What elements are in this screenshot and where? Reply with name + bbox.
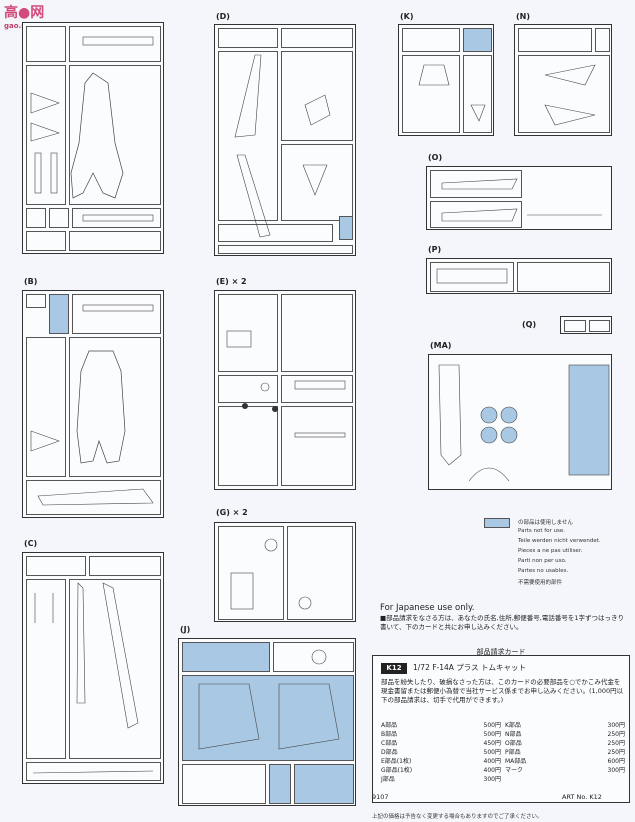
sprue-e-label: (E) × 2 [216, 277, 247, 286]
sprue-n-label: (N) [516, 12, 531, 21]
sprue-a-drawing [30, 36, 154, 222]
card-text: 部品を紛失したり、破損なさった方は、このカードの必要部品を○でかこみ代金を現金書… [381, 678, 624, 704]
legend-line: Parti non per uso. [518, 558, 567, 564]
legend-line: 不需要使用的部件 [518, 580, 563, 586]
sprue-d [214, 24, 356, 256]
sprue-q-label: (Q) [522, 320, 537, 329]
japan-note: ■部品請求をなさる方は、あなたの氏名,住所,郵便番号,電話番号を1字ずつはっきり… [380, 614, 624, 631]
not-used-swatch [484, 518, 510, 528]
price-row: G部品(1枚)400円 [381, 767, 501, 774]
sprue-j-drawing [198, 649, 340, 750]
sprue-ma-label: (MA) [430, 341, 452, 350]
sprue-d-drawing [234, 54, 331, 238]
sprue-ma-drawing [438, 364, 610, 482]
sprue-j [178, 638, 356, 806]
sprue-c [22, 552, 164, 784]
sprue-k [398, 24, 494, 136]
footer-art-number: ART No. K12 [562, 793, 602, 801]
sprue-ma [428, 354, 612, 490]
sprue-n [514, 24, 612, 136]
sprue-a [22, 22, 164, 254]
legend-line: Teile werden nicht verwendet. [518, 538, 601, 544]
sprue-j-label: (J) [180, 625, 191, 634]
legend-line: Partes no usables. [518, 568, 569, 574]
footer-code: 9107 [372, 793, 389, 801]
sprue-p-label: (P) [428, 245, 442, 254]
sprue-o-label: (O) [428, 153, 443, 162]
japan-heading: For Japanese use only. [380, 603, 475, 613]
legend-line: Parts not for use. [518, 528, 566, 534]
sprue-n-drawing [544, 64, 596, 126]
footer-note: 上記の価格は予告なく変更する場合もありますのでご了承ください。 [372, 814, 543, 820]
legend-line: Pieces a ne pas utiliser. [518, 548, 583, 554]
sprue-p-drawing [436, 268, 508, 284]
sprue-k-drawing [418, 64, 486, 122]
price-row: E部品(1枚)400円 [381, 758, 501, 765]
sprue-e [214, 290, 356, 490]
sprue-g [214, 522, 356, 622]
card-model: 1/72 F-14A プラス トムキャット [413, 663, 527, 672]
sprue-e-drawing [226, 330, 346, 438]
sprue-b [22, 290, 164, 518]
sprue-k-label: (K) [400, 12, 414, 21]
card-tag: K12 [381, 663, 407, 674]
sprue-c-drawing [32, 582, 154, 774]
parts-request-card: 部品請求カード K12 1/72 F-14A プラス トムキャット 部品を紛失し… [372, 648, 630, 803]
legend-line: の部品は使用しません [518, 520, 573, 526]
sprue-b-drawing [30, 304, 154, 506]
sprue-o-drawing [441, 178, 602, 222]
sprue-d-label: (D) [216, 12, 230, 21]
sprue-g-drawing [230, 538, 312, 610]
sprue-o [426, 166, 612, 230]
card-title: 部品請求カード [476, 648, 526, 656]
sprue-c-label: (C) [24, 539, 38, 548]
sprue-q [560, 316, 612, 334]
sprue-b-label: (B) [24, 277, 38, 286]
sprue-g-label: (G) × 2 [216, 508, 248, 517]
sprue-p [426, 258, 612, 294]
